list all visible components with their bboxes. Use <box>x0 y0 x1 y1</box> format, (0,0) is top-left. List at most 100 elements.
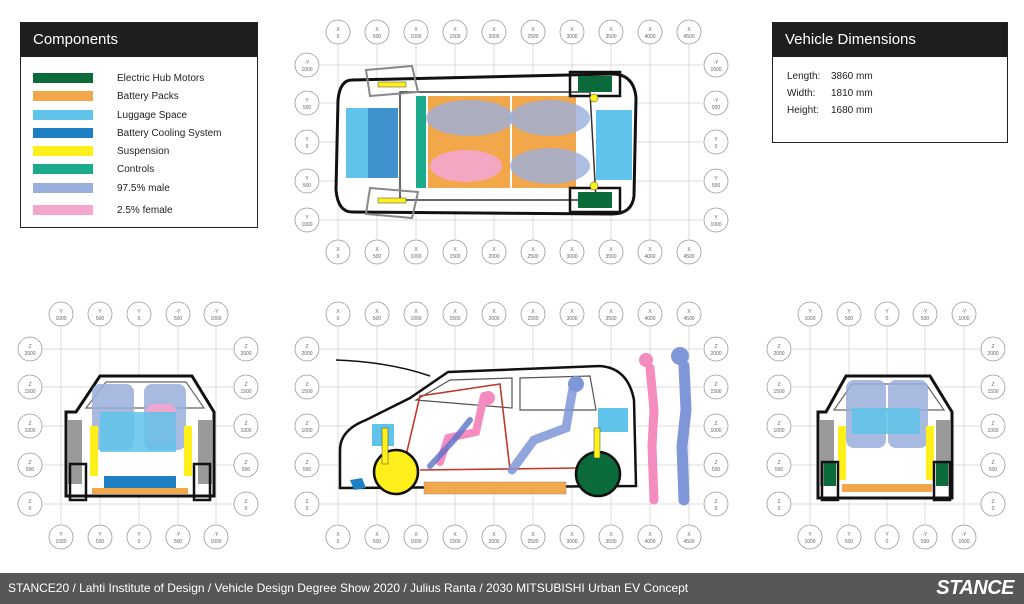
svg-text:500: 500 <box>921 539 930 545</box>
svg-text:4500: 4500 <box>683 34 694 40</box>
svg-text:500: 500 <box>373 34 382 40</box>
svg-text:1000: 1000 <box>55 539 66 545</box>
svg-text:500: 500 <box>845 316 854 322</box>
svg-text:Y: Y <box>885 532 889 538</box>
svg-text:Z: Z <box>714 460 717 466</box>
legend-label: Battery Cooling System <box>117 127 222 139</box>
dimension-length: Length: 3860 mm <box>787 71 873 82</box>
svg-text:4000: 4000 <box>644 539 655 545</box>
side-male-driver <box>427 417 473 469</box>
svg-text:Z: Z <box>714 344 717 350</box>
svg-text:1500: 1500 <box>710 389 721 395</box>
svg-text:2000: 2000 <box>488 254 499 260</box>
svg-text:Z: Z <box>244 499 247 505</box>
svg-text:500: 500 <box>242 467 251 473</box>
side-x-label: X0 <box>325 301 351 327</box>
svg-text:X: X <box>570 309 574 315</box>
side-rear-wheel <box>574 450 622 498</box>
svg-text:4500: 4500 <box>683 539 694 545</box>
legend-swatch <box>33 91 93 101</box>
legend-swatch <box>33 183 93 193</box>
legend-swatch <box>33 128 93 138</box>
svg-text:0: 0 <box>29 506 32 512</box>
dimension-height: Height: 1680 mm <box>787 105 873 116</box>
top-view-vehicle <box>334 64 638 220</box>
svg-text:1000: 1000 <box>710 222 721 228</box>
svg-text:X: X <box>648 309 652 315</box>
rear-y-label: Y0 <box>874 301 900 327</box>
front-suspension-right <box>184 426 192 476</box>
svg-text:2000: 2000 <box>301 351 312 357</box>
svg-text:1500: 1500 <box>449 254 460 260</box>
svg-text:Z: Z <box>244 344 247 350</box>
svg-text:X: X <box>570 532 574 538</box>
svg-text:X: X <box>609 532 613 538</box>
svg-text:Z: Z <box>305 421 308 427</box>
svg-text:Z: Z <box>777 382 780 388</box>
front-side-panel-right <box>198 420 212 484</box>
top-y-label: Y0 <box>294 129 320 155</box>
top-controls <box>416 96 426 188</box>
components-legend: Components Electric Hub Motors Battery P… <box>20 22 258 228</box>
svg-text:3000: 3000 <box>566 34 577 40</box>
svg-text:2000: 2000 <box>987 351 998 357</box>
svg-text:2500: 2500 <box>527 316 538 322</box>
svg-text:500: 500 <box>96 316 105 322</box>
svg-text:2000: 2000 <box>488 34 499 40</box>
rear-luggage <box>852 408 920 434</box>
svg-text:X: X <box>336 247 340 253</box>
svg-text:1000: 1000 <box>301 428 312 434</box>
top-battery-cooling-front <box>368 108 398 178</box>
front-luggage <box>100 412 176 452</box>
svg-text:X: X <box>648 532 652 538</box>
side-z-label: Z0 <box>703 491 729 517</box>
svg-text:1000: 1000 <box>410 316 421 322</box>
svg-text:Z: Z <box>991 421 994 427</box>
top-wheel-front-right <box>364 186 420 220</box>
svg-text:X: X <box>375 27 379 33</box>
svg-text:X: X <box>609 27 613 33</box>
svg-text:0: 0 <box>886 539 889 545</box>
svg-text:0: 0 <box>715 144 718 150</box>
svg-text:0: 0 <box>306 506 309 512</box>
svg-text:-Y: -Y <box>923 309 929 315</box>
rear-suspension-right <box>926 426 934 480</box>
rear-wheel-left <box>820 460 840 502</box>
rear-wheel-right <box>932 460 952 502</box>
svg-text:X: X <box>336 27 340 33</box>
svg-text:2000: 2000 <box>710 351 721 357</box>
svg-text:Y: Y <box>137 532 141 538</box>
svg-text:2500: 2500 <box>527 34 538 40</box>
svg-text:1000: 1000 <box>55 316 66 322</box>
svg-text:500: 500 <box>174 316 183 322</box>
svg-text:X: X <box>570 27 574 33</box>
top-x-label: X0 <box>325 239 351 265</box>
svg-text:-Y: -Y <box>176 309 182 315</box>
footer-bar: STANCE20 / Lahti Institute of Design / V… <box>0 573 1024 604</box>
svg-text:X: X <box>414 532 418 538</box>
